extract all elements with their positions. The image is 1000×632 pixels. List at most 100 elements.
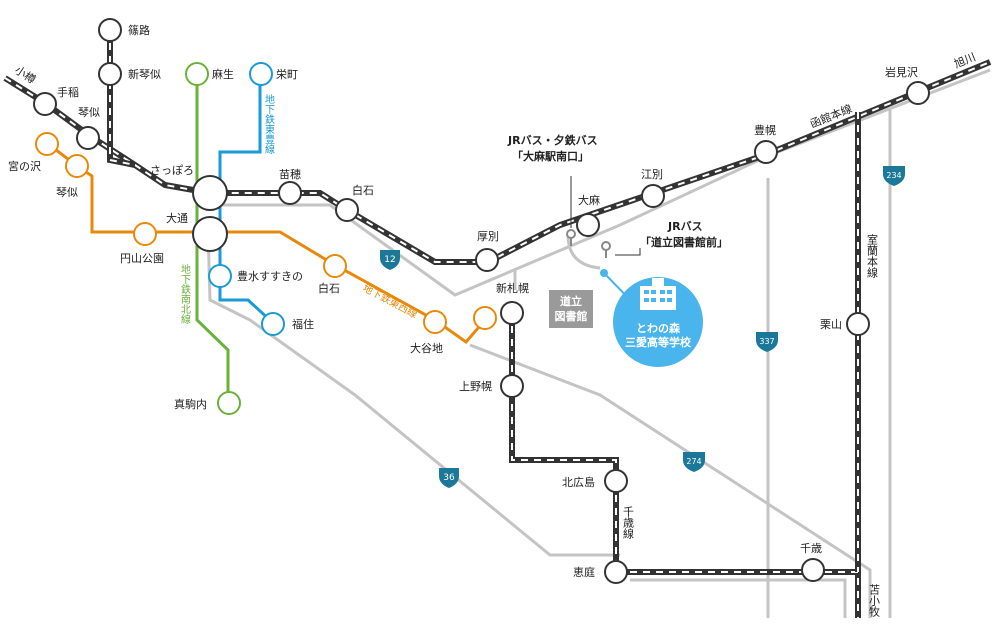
label-shiroishi-sub: 白石 <box>318 281 340 295</box>
station-shinkotoni <box>98 62 122 86</box>
station-sakaemachi <box>249 62 273 86</box>
station-shinoro <box>98 18 122 42</box>
bus-stop2-line1: JRバス <box>667 220 703 233</box>
road-274 <box>469 343 872 618</box>
label-shinsapporo: 新札幌 <box>496 281 529 295</box>
school-line1: とわの森 <box>636 321 681 335</box>
station-labels: 篠路 新琴似 手稲 琴似 さっぽろ 大通 苗穂 白石 厚別 大麻 江別 豊幌 岩… <box>8 23 918 579</box>
school-building-icon <box>640 278 676 310</box>
station-kotoni-sub <box>65 154 89 178</box>
sub-stations <box>35 62 497 415</box>
label-oasa: 大麻 <box>578 193 600 207</box>
label-muroran-line: 室蘭本線 <box>866 233 879 278</box>
station-kuriyama <box>846 312 870 336</box>
station-maruyama <box>133 222 157 246</box>
label-miyanosawa: 宮の沢 <box>8 159 41 173</box>
svg-text:36: 36 <box>443 473 455 483</box>
label-toyohoro: 豊幌 <box>754 123 776 137</box>
jr-stations <box>33 18 930 584</box>
label-tozai-line: 地下鉄東西線 <box>361 281 420 321</box>
label-atsubetsu: 厚別 <box>477 230 499 243</box>
bus-stop2-line2: 「道立図書館前」 <box>640 235 728 249</box>
station-kaminopporo <box>500 374 524 398</box>
station-atsubetsu <box>475 248 499 272</box>
label-iwamizawa: 岩見沢 <box>885 65 918 79</box>
svg-text:234: 234 <box>886 171 901 180</box>
label-oyachi: 大谷地 <box>410 341 443 355</box>
station-oasa <box>576 213 600 237</box>
label-makomanai: 真駒内 <box>174 397 207 411</box>
station-shiroishi-sub <box>323 254 347 278</box>
station-chitose <box>801 558 825 582</box>
label-maruyama: 円山公園 <box>120 252 164 265</box>
label-namboku-line: 地下鉄南北線 <box>179 263 191 324</box>
station-oyachi <box>423 310 447 334</box>
station-sapporo <box>192 175 228 211</box>
label-kotoni-jr: 琴似 <box>78 106 100 119</box>
label-ebetsu: 江別 <box>641 168 663 181</box>
svg-text:337: 337 <box>759 337 774 346</box>
station-toyohoro <box>754 140 778 164</box>
label-kotoni-sub: 琴似 <box>56 186 78 199</box>
label-kuriyama: 栗山 <box>820 318 842 331</box>
route-12-badge: 12 <box>380 250 400 270</box>
station-naebo <box>278 181 302 205</box>
label-kitahiroshima: 北広島 <box>562 475 595 489</box>
station-toyohira <box>208 264 232 288</box>
station-teine <box>33 92 57 116</box>
school-line2: 三愛高等学校 <box>625 335 692 349</box>
station-asabu <box>185 62 209 86</box>
tozai-line <box>46 141 487 345</box>
label-naebo: 苗穂 <box>279 167 301 181</box>
label-shinoro: 篠路 <box>128 23 150 37</box>
road-library-curve <box>566 234 601 270</box>
route-badges: 12 36 234 274 337 <box>380 166 905 488</box>
label-kaminopporo: 上野幌 <box>459 379 492 393</box>
station-miyanosawa <box>35 132 59 156</box>
label-sakaemachi: 栄町 <box>276 67 298 81</box>
library-line1: 道立 <box>560 294 582 308</box>
school-marker: とわの森 三愛高等学校 <box>600 269 703 367</box>
bus-stop1-line2: 「大麻駅南口」 <box>512 149 589 163</box>
label-asabu: 麻生 <box>212 67 234 81</box>
label-toho-line: 地下鉄東豊線 <box>263 93 275 154</box>
bus-stop-library: JRバス 「道立図書館前」 <box>601 220 728 258</box>
svg-text:274: 274 <box>686 457 701 466</box>
svg-text:12: 12 <box>384 255 395 265</box>
library-box: 道立 図書館 <box>549 290 593 328</box>
station-fukuzumi <box>261 312 285 336</box>
label-eniwa: 恵庭 <box>573 565 595 579</box>
library-line2: 図書館 <box>555 309 588 323</box>
route-274-badge: 274 <box>683 452 705 472</box>
station-makomanai <box>217 391 241 415</box>
route-337-badge: 337 <box>756 332 778 352</box>
station-kotoni-jr <box>76 126 100 150</box>
label-chitose: 千歳 <box>800 542 822 555</box>
station-kitahiroshima <box>604 469 628 493</box>
label-teine: 手稲 <box>57 85 79 99</box>
jr-sassho <box>107 30 136 168</box>
bus-stop1-line1: JRバス・夕鉄バス <box>507 133 598 147</box>
roads <box>206 68 991 618</box>
route-36-badge: 36 <box>439 468 459 488</box>
label-toyohira: 豊水すすきの <box>237 270 303 283</box>
station-shiroishi-jr <box>335 198 359 222</box>
station-iwamizawa <box>906 81 930 105</box>
station-odori <box>192 216 228 252</box>
route-234-badge: 234 <box>883 166 905 186</box>
label-sapporo: さっぽろ <box>150 164 194 177</box>
road-36 <box>206 229 620 557</box>
bus-stop-oasa-south: JRバス・夕鉄バス 「大麻駅南口」 <box>507 133 598 246</box>
label-fukuzumi: 福住 <box>292 317 314 331</box>
station-ebetsu <box>641 184 665 208</box>
station-shinsapporo <box>500 301 524 325</box>
label-chitose-line: 千歳線 <box>622 506 635 539</box>
station-eniwa <box>604 560 628 584</box>
label-odori: 大通 <box>166 211 188 225</box>
label-shiroishi-jr: 白石 <box>352 183 374 197</box>
road-bottom <box>630 578 847 618</box>
station-shinsapporo-sub <box>473 306 497 330</box>
label-tomakomai: 苫小牧 <box>868 584 881 618</box>
label-shinkotoni: 新琴似 <box>128 67 161 81</box>
